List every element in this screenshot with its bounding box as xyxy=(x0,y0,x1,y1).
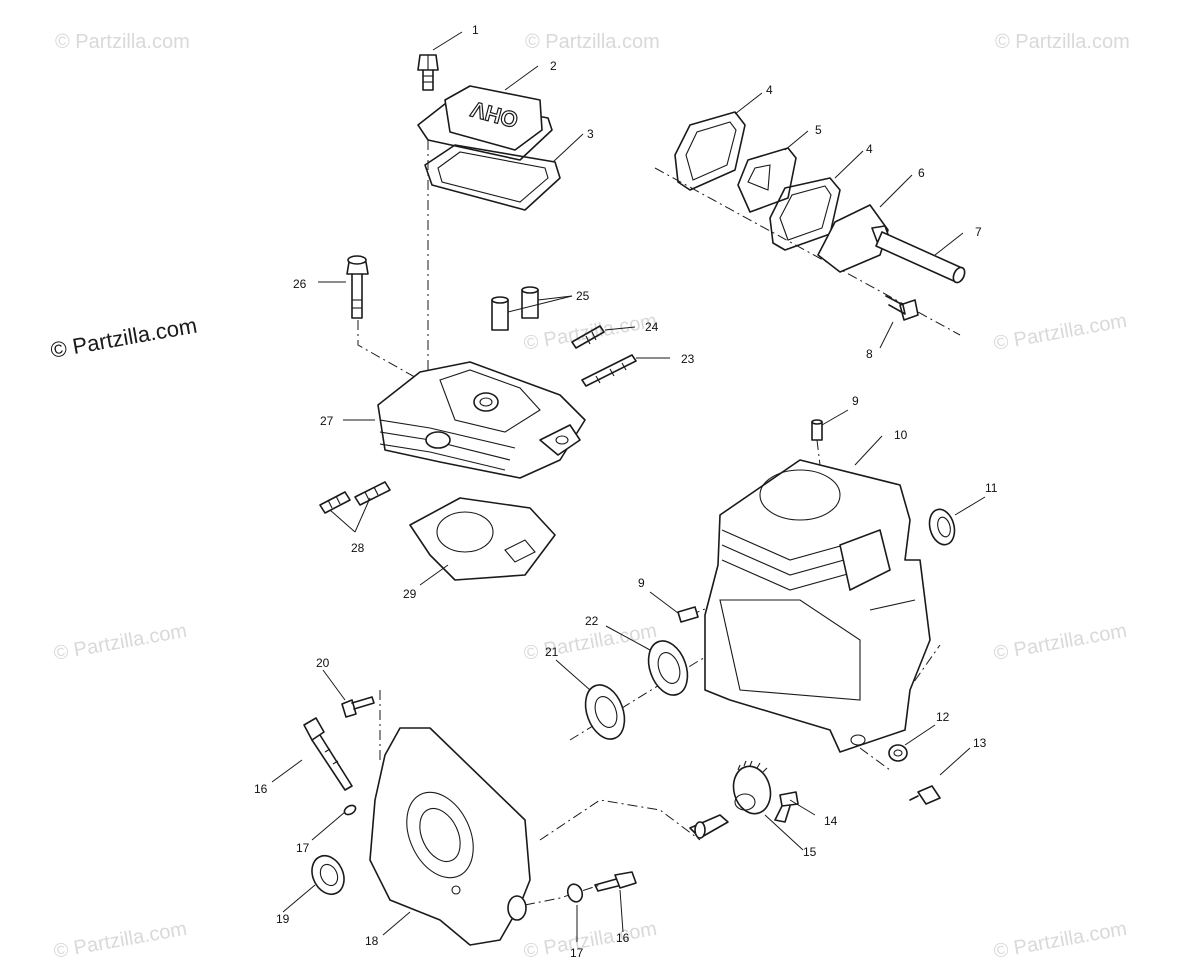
o-ring-lower xyxy=(566,883,584,903)
dowel-line xyxy=(816,439,821,466)
seal-line xyxy=(879,644,941,731)
crankcase-cylinder xyxy=(704,459,931,753)
valve-cover: OHV xyxy=(417,85,553,161)
callout-12: 12 xyxy=(936,710,950,724)
crankcase-dowel xyxy=(677,606,699,623)
valve-springs xyxy=(319,481,391,514)
callout-22: 22 xyxy=(585,614,599,628)
drain-plug xyxy=(909,785,941,805)
leader-lines xyxy=(271,31,986,942)
cover-screw xyxy=(341,696,375,718)
watermark: © Partzilla.com xyxy=(52,918,189,963)
callout-6: 6 xyxy=(918,166,925,180)
watermark: © Partzilla.com xyxy=(995,31,1130,53)
callout-26: 26 xyxy=(293,277,307,291)
callout-3: 3 xyxy=(587,127,594,141)
watermark: © Partzilla.com xyxy=(525,31,660,53)
cylinder-head xyxy=(377,361,586,479)
callout-19: 19 xyxy=(276,912,290,926)
callout-25: 25 xyxy=(576,289,590,303)
valve-cover-gasket xyxy=(424,144,561,211)
watermark-layer: © Partzilla.com © Partzilla.com © Partzi… xyxy=(49,31,1130,963)
intake-gasket-2 xyxy=(769,177,841,251)
callout-27: 27 xyxy=(320,414,334,428)
callout-28: 28 xyxy=(351,541,365,555)
callout-16-second: 16 xyxy=(616,931,630,945)
crank-bearing-outer xyxy=(647,640,689,696)
watermark: © Partzilla.com xyxy=(52,620,189,665)
drain-washer xyxy=(888,744,908,762)
camshaft xyxy=(689,814,729,839)
callout-17-second: 17 xyxy=(570,946,584,960)
head-bolt xyxy=(346,255,369,319)
watermark: © Partzilla.com xyxy=(522,918,659,963)
callout-9: 9 xyxy=(852,394,859,408)
callout-17: 17 xyxy=(296,841,310,855)
o-ring xyxy=(343,804,357,816)
drain-line xyxy=(859,747,891,771)
callout-11: 11 xyxy=(985,481,998,495)
callout-24: 24 xyxy=(645,320,659,334)
watermark: © Partzilla.com xyxy=(992,310,1129,355)
callout-10: 10 xyxy=(894,428,908,442)
callout-15: 15 xyxy=(803,845,817,859)
oil-fill-plug xyxy=(594,871,637,892)
cover-bolt xyxy=(417,54,439,91)
crankcase-cover xyxy=(369,727,531,946)
callout-14: 14 xyxy=(824,814,838,828)
callout-7: 7 xyxy=(975,225,982,239)
callout-21: 21 xyxy=(545,645,559,659)
callout-13: 13 xyxy=(973,736,987,750)
manifold-bolt xyxy=(885,295,919,321)
watermark: © Partzilla.com xyxy=(992,620,1129,665)
callout-20: 20 xyxy=(316,656,330,670)
callout-9-second: 9 xyxy=(638,576,645,590)
camshaft-gear xyxy=(732,760,772,815)
watermark: © Partzilla.com xyxy=(55,31,190,53)
callout-1: 1 xyxy=(472,23,479,37)
callout-2: 2 xyxy=(550,59,557,73)
crankcase-oil-seal xyxy=(928,508,956,546)
head-bolt-line xyxy=(357,320,426,421)
callout-16: 16 xyxy=(254,782,268,796)
intake-tube xyxy=(875,231,966,284)
exhaust-studs xyxy=(571,325,637,387)
camshaft-pin xyxy=(774,791,799,823)
callout-23: 23 xyxy=(681,352,695,366)
cam-line xyxy=(539,799,701,841)
head-dowel-pins xyxy=(491,286,539,331)
watermark: © Partzilla.com xyxy=(992,918,1129,963)
callout-labels: 1 2 3 4 5 4 6 7 8 26 25 24 23 27 28 29 9… xyxy=(254,23,998,960)
insulator-block xyxy=(737,147,797,213)
crank-bearing-inner xyxy=(584,684,626,740)
callout-4: 4 xyxy=(766,83,773,97)
cover-oil-seal xyxy=(311,854,345,896)
callout-5: 5 xyxy=(815,123,822,137)
cylinder-dowel xyxy=(811,419,823,441)
callout-4-second: 4 xyxy=(866,142,873,156)
head-gasket xyxy=(409,497,556,581)
callout-8: 8 xyxy=(866,347,873,361)
callout-29: 29 xyxy=(403,587,417,601)
watermark-main: © Partzilla.com xyxy=(49,313,199,363)
intake-gasket xyxy=(674,111,746,191)
dipstick xyxy=(303,717,353,791)
plug-line xyxy=(524,884,601,906)
callout-18: 18 xyxy=(365,934,379,948)
